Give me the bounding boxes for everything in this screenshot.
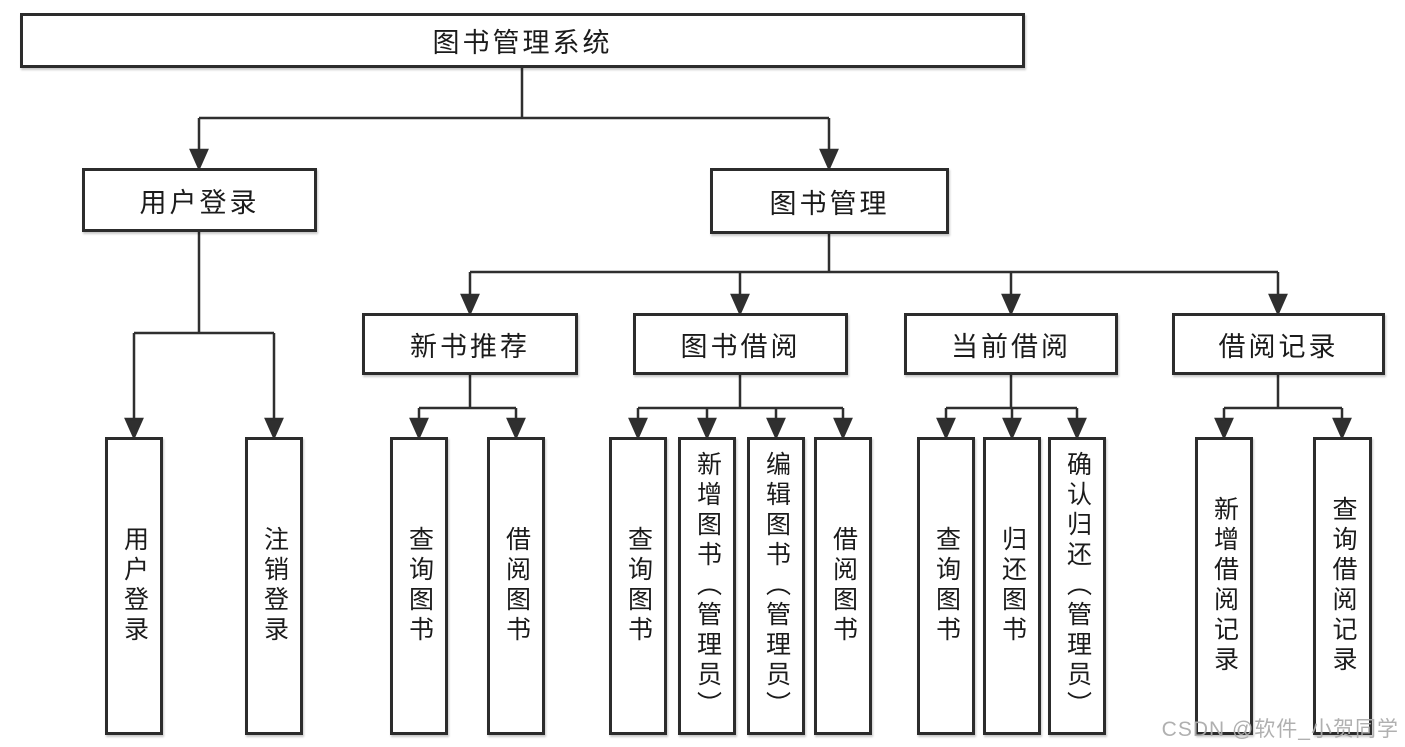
leaf-current-return-books: 归还图书 <box>983 437 1041 735</box>
connector-manage-to-groups <box>460 234 1288 317</box>
leaf-borrowing-borrow-books: 借阅图书 <box>814 437 872 735</box>
leaf-logout: 注销登录 <box>245 437 303 735</box>
node-book-management: 图书管理 <box>710 168 949 234</box>
leaf-user-login: 用户登录 <box>105 437 163 735</box>
connector-login-to-leaves <box>124 232 284 441</box>
node-user-login: 用户登录 <box>82 168 317 232</box>
leaf-borrowing-add-books-admin: 新增图书（管理员） <box>678 437 736 735</box>
leaf-recommend-borrow-books: 借阅图书 <box>487 437 545 735</box>
connector-groups-to-leaves <box>409 375 1352 441</box>
leaf-current-confirm-return-admin: 确认归还（管理员） <box>1048 437 1106 735</box>
csdn-watermark: CSDN @软件_小贺同学 <box>1161 718 1399 741</box>
leaf-current-query-books: 查询图书 <box>917 437 975 735</box>
leaf-records-query-record: 查询借阅记录 <box>1313 437 1372 735</box>
node-book-borrowing: 图书借阅 <box>633 313 848 375</box>
node-system-root: 图书管理系统 <box>20 13 1025 68</box>
node-borrow-records: 借阅记录 <box>1172 313 1385 375</box>
connector-root-to-level2 <box>189 68 839 172</box>
leaf-borrowing-query-books: 查询图书 <box>609 437 667 735</box>
leaf-records-add-record: 新增借阅记录 <box>1195 437 1253 735</box>
node-current-borrowing: 当前借阅 <box>904 313 1118 375</box>
leaf-borrowing-edit-books-admin: 编辑图书（管理员） <box>747 437 805 735</box>
node-new-book-recommendation: 新书推荐 <box>362 313 578 375</box>
leaf-recommend-query-books: 查询图书 <box>390 437 448 735</box>
